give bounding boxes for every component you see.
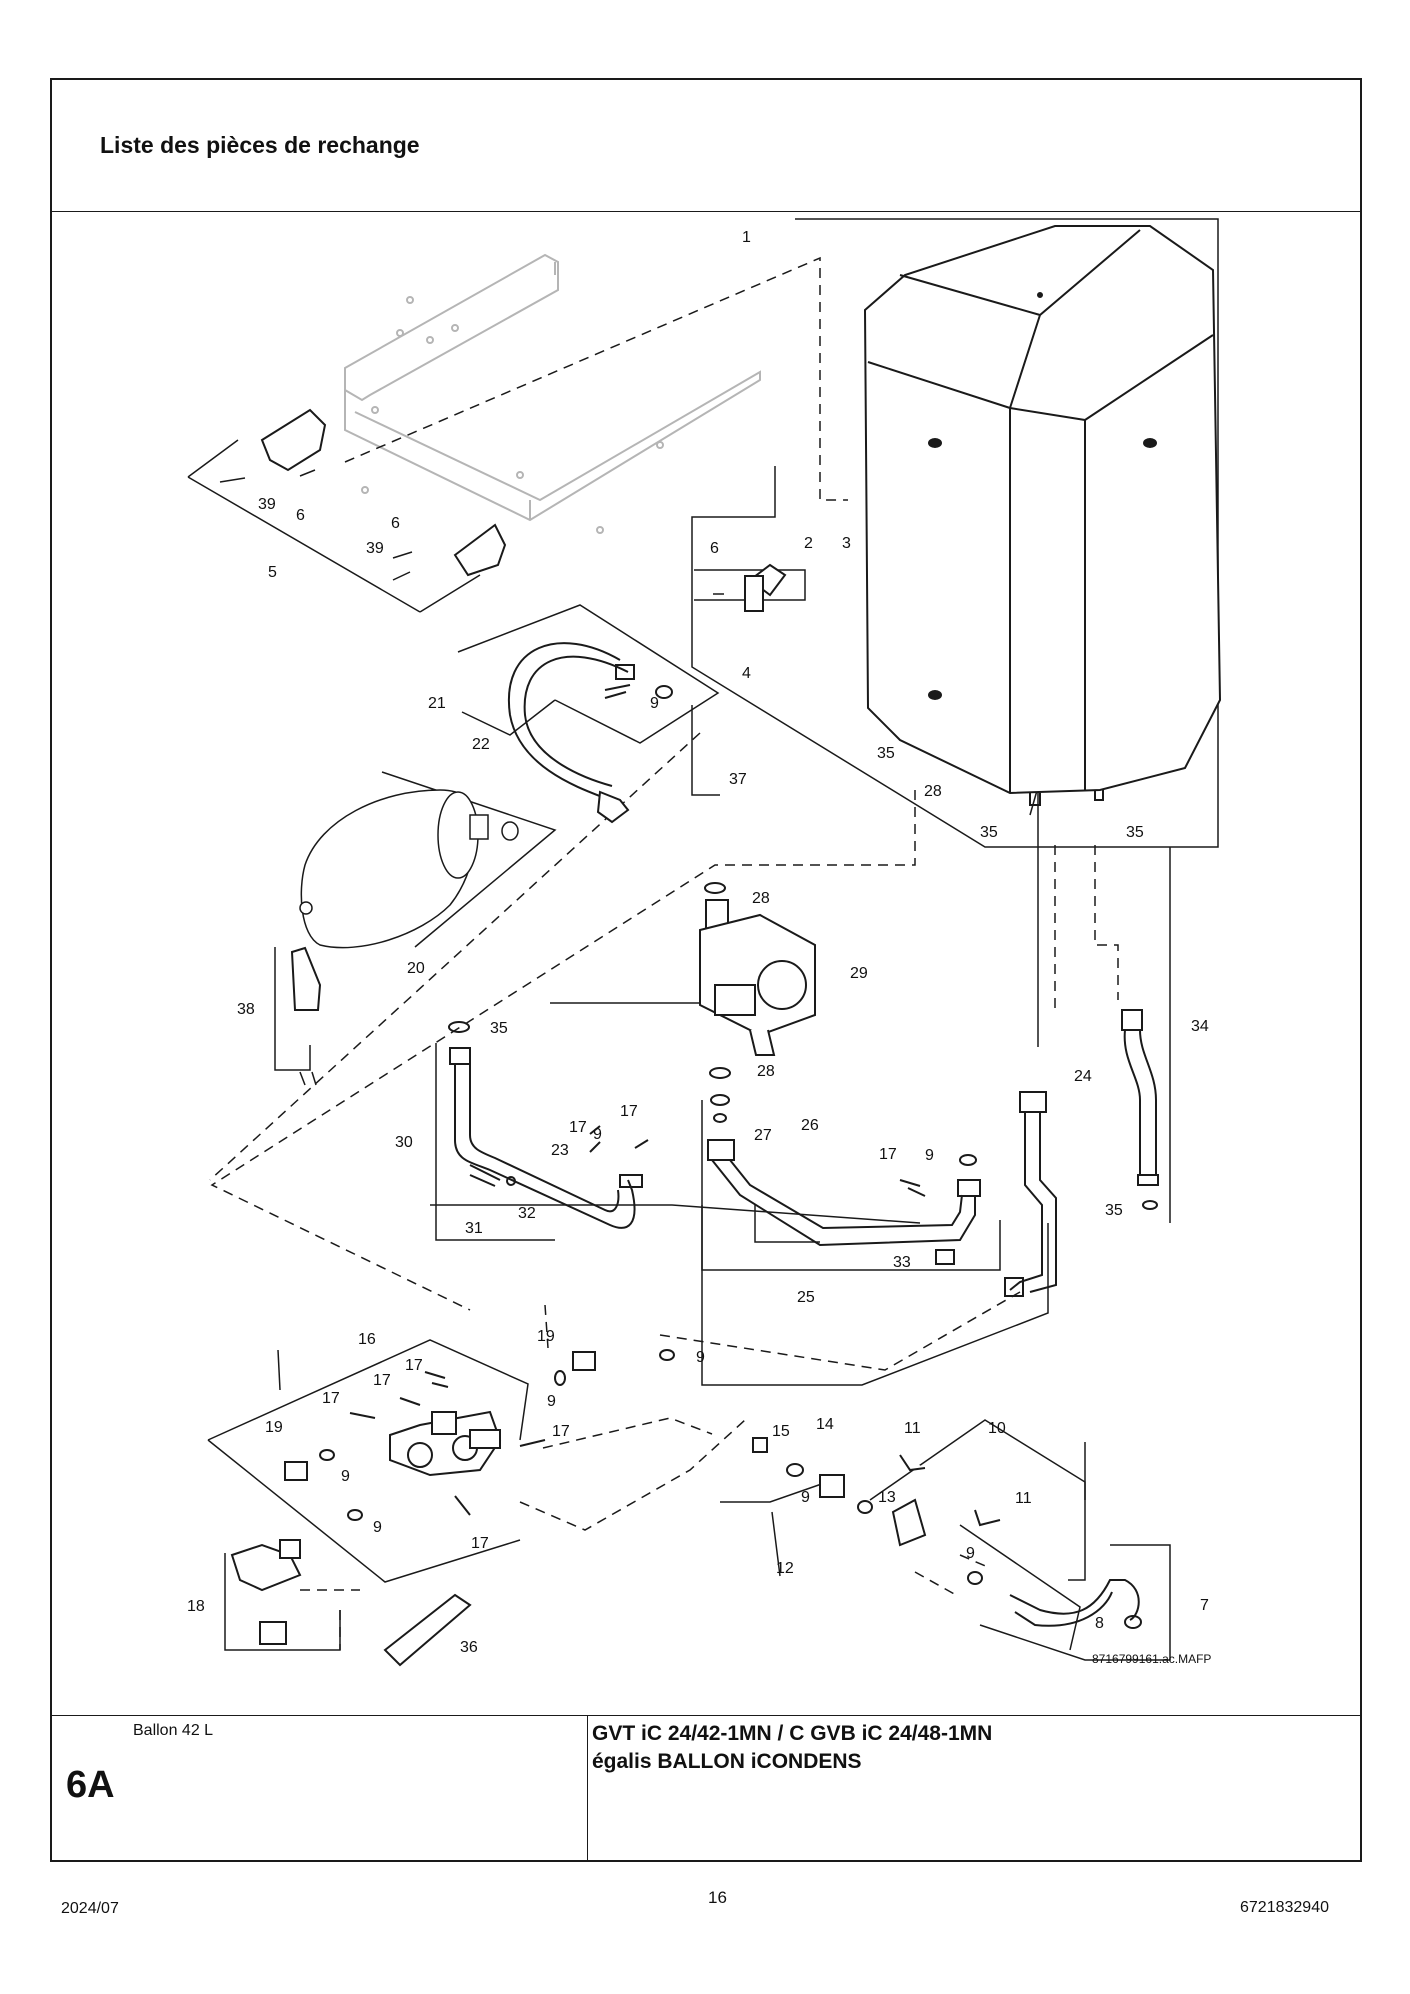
part-label: 19 <box>537 1328 555 1345</box>
part-label: 35 <box>1126 824 1144 841</box>
siphon <box>1009 1579 1142 1629</box>
part-label: 12 <box>776 1560 794 1577</box>
part-label: 7 <box>1200 1597 1209 1614</box>
part-label: 3 <box>842 535 851 552</box>
part-label: 17 <box>552 1423 570 1440</box>
fittings <box>284 1349 1001 1585</box>
part-label: 9 <box>966 1545 975 1562</box>
part-label: 31 <box>465 1220 483 1237</box>
part-label: 38 <box>237 1001 255 1018</box>
brackets <box>260 408 787 1011</box>
part-label: 35 <box>1105 1202 1123 1219</box>
flexible-hose <box>507 642 673 824</box>
part-label: 9 <box>801 1489 810 1506</box>
title-block-separator <box>587 1715 588 1862</box>
part-label: 9 <box>696 1349 705 1366</box>
circulator-pump <box>699 882 816 1079</box>
part-label: 21 <box>428 695 446 712</box>
part-label: 28 <box>752 890 770 907</box>
part-label: 9 <box>593 1126 602 1143</box>
title-block-description: Ballon 42 L <box>133 1722 214 1739</box>
part-label: 35 <box>877 745 895 762</box>
part-label: 29 <box>850 965 868 982</box>
part-label: 28 <box>757 1063 775 1080</box>
drain-valve-and-hose <box>230 1539 472 1667</box>
expansion-vessel <box>299 789 519 949</box>
part-label: 14 <box>816 1416 834 1433</box>
part-label: 11 <box>1015 1490 1032 1507</box>
part-label: 13 <box>878 1489 896 1506</box>
screws <box>219 469 724 1086</box>
pipe-30 <box>448 1021 649 1229</box>
part-label: 35 <box>980 824 998 841</box>
part-label: 9 <box>925 1147 934 1164</box>
part-label: 9 <box>547 1393 556 1410</box>
part-label: 15 <box>772 1423 790 1440</box>
part-label: 34 <box>1191 1018 1209 1035</box>
part-label: 4 <box>742 665 751 682</box>
part-label: 11 <box>904 1420 921 1437</box>
footer-document-number: 6721832940 <box>1240 1899 1329 1916</box>
part-label: 36 <box>460 1639 478 1656</box>
part-label: 9 <box>341 1468 350 1485</box>
pipe-25 <box>707 1094 981 1265</box>
part-label: 25 <box>797 1289 815 1306</box>
part-label: 17 <box>879 1146 897 1163</box>
part-label: 39 <box>366 540 384 557</box>
part-label: 2 <box>804 535 813 552</box>
water-heater-tank <box>863 225 1222 806</box>
part-label: 17 <box>322 1390 340 1407</box>
part-label: 35 <box>490 1020 508 1037</box>
part-label: 23 <box>551 1142 569 1159</box>
part-label: 17 <box>405 1357 423 1374</box>
page-title: Liste des pièces de rechange <box>100 132 420 158</box>
part-label: 30 <box>395 1134 413 1151</box>
part-label: 17 <box>620 1103 638 1120</box>
part-label: 6 <box>391 515 400 532</box>
part-label: 16 <box>358 1331 376 1348</box>
part-label: 24 <box>1074 1068 1092 1085</box>
part-label: 17 <box>373 1372 391 1389</box>
drawing-reference: 8716799161.ac.MAFP <box>1092 1652 1211 1666</box>
part-label: 8 <box>1095 1615 1104 1632</box>
part-label: 17 <box>471 1535 489 1552</box>
part-label: 39 <box>258 496 276 513</box>
pipe-24 <box>1004 1091 1057 1297</box>
title-block-model-line-2: égalis BALLON iCONDENS <box>592 1750 862 1773</box>
header-divider <box>50 211 1362 212</box>
part-label: 10 <box>988 1420 1006 1437</box>
part-label: 26 <box>801 1117 819 1134</box>
part-label: 18 <box>187 1598 205 1615</box>
part-label: 28 <box>924 783 942 800</box>
footer-date: 2024/07 <box>61 1900 119 1917</box>
title-block-section-code: 6A <box>66 1764 115 1806</box>
part-label: 9 <box>373 1519 382 1536</box>
part-label: 17 <box>569 1119 587 1136</box>
pipe-34 <box>1121 1009 1159 1210</box>
part-label: 6 <box>710 540 719 557</box>
footer-page-number: 16 <box>708 1888 727 1907</box>
part-label: 32 <box>518 1205 536 1222</box>
valve-manifold <box>389 1410 502 1516</box>
part-label: 19 <box>265 1419 283 1436</box>
part-label: 6 <box>296 507 305 524</box>
part-label: 22 <box>472 736 490 753</box>
part-number-labels: 1 2 3 4 5 6 6 6 7 8 9 9 9 9 9 9 9 9 9 10… <box>187 229 1211 1666</box>
part-label: 9 <box>650 695 659 712</box>
part-label: 20 <box>407 960 425 977</box>
ghost-boiler-frame <box>344 253 761 534</box>
title-block-model-line-1: GVT iC 24/42-1MN / C GVB iC 24/48-1MN <box>592 1722 993 1745</box>
title-block-divider <box>50 1715 1362 1716</box>
part-label: 33 <box>893 1254 911 1271</box>
part-label: 37 <box>729 771 747 788</box>
page-frame <box>50 78 1362 1862</box>
part-label: 1 <box>742 229 751 246</box>
part-label: 27 <box>754 1127 772 1144</box>
part-label: 5 <box>268 564 277 581</box>
